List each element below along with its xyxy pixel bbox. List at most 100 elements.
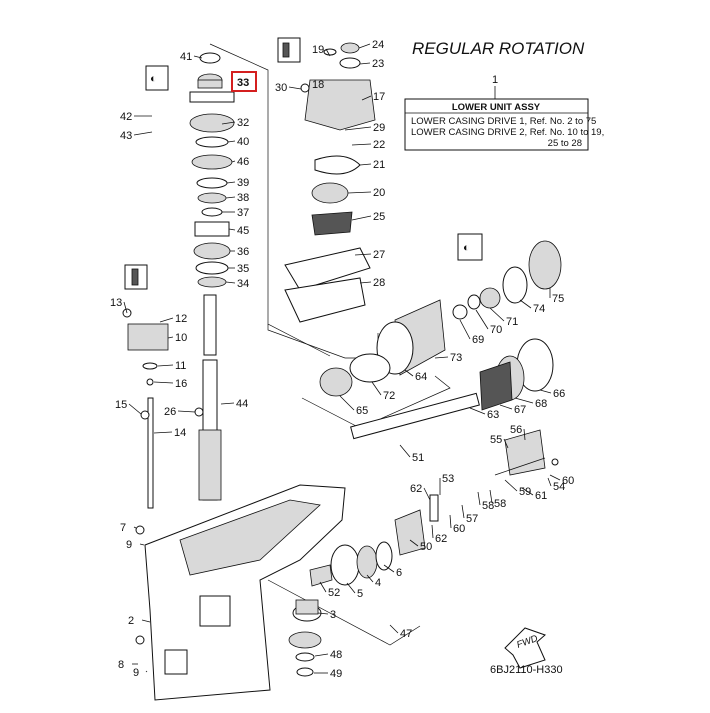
part-label-64[interactable]: 64 [415, 371, 427, 383]
part-label-36[interactable]: 36 [237, 246, 249, 258]
leader-line-part-25 [351, 215, 372, 221]
part-label-12[interactable]: 12 [175, 313, 187, 325]
water-pump-assembly [284, 42, 376, 323]
part-label-67[interactable]: 67 [514, 404, 526, 416]
part-label-49[interactable]: 49 [330, 668, 342, 680]
leader-line-part-65 [339, 395, 355, 411]
table-border [404, 98, 589, 151]
part-label-15[interactable]: 15 [115, 399, 127, 411]
part-label-22[interactable]: 22 [373, 139, 385, 151]
part-label-42[interactable]: 42 [120, 111, 132, 123]
leader-line-part-60 [549, 474, 561, 481]
part-label-52[interactable]: 52 [328, 587, 340, 599]
part-label-68[interactable]: 68 [535, 398, 547, 410]
leader-line-part-4 [366, 574, 374, 583]
part-label-74[interactable]: 74 [533, 303, 545, 315]
part-label-8[interactable]: 8 [118, 659, 124, 671]
leader-line-part-48 [314, 653, 329, 657]
part-label-69[interactable]: 69 [472, 334, 484, 346]
part-label-50[interactable]: 50 [420, 541, 432, 553]
part-label-7[interactable]: 7 [120, 522, 126, 534]
leader-line-part-55 [503, 438, 509, 449]
part-label-70[interactable]: 70 [490, 324, 502, 336]
part-label-60b[interactable]: 60 [453, 523, 465, 535]
part-label-62a[interactable]: 62 [410, 483, 422, 495]
leader-line-part-52 [319, 581, 327, 593]
part-label-55[interactable]: 55 [490, 434, 502, 446]
part-label-43[interactable]: 43 [120, 130, 132, 142]
leader-line-part-32 [221, 121, 236, 125]
part-label-60[interactable]: 60 [562, 475, 574, 487]
part-label-62b[interactable]: 62 [435, 533, 447, 545]
part-label-21[interactable]: 21 [373, 159, 385, 171]
part-label-46[interactable]: 46 [237, 156, 249, 168]
leader-line-part-13 [123, 301, 128, 314]
part-label-28[interactable]: 28 [373, 277, 385, 289]
leader-line-part-7 [133, 526, 137, 529]
leader-line-part-47 [389, 624, 399, 634]
part-label-10[interactable]: 10 [175, 332, 187, 344]
part-label-37[interactable]: 37 [237, 207, 249, 219]
part-label-57[interactable]: 57 [466, 513, 478, 525]
part-label-39[interactable]: 39 [237, 177, 249, 189]
part-label-61[interactable]: 61 [535, 490, 547, 502]
part-label-23[interactable]: 23 [372, 58, 384, 70]
part-label-51[interactable]: 51 [412, 452, 424, 464]
part-label-45[interactable]: 45 [237, 225, 249, 237]
part-label-29[interactable]: 29 [373, 122, 385, 134]
part-label-18[interactable]: 18 [312, 79, 324, 91]
part-label-58a[interactable]: 58 [482, 500, 494, 512]
leader-line-part-71 [489, 307, 505, 322]
part-label-13[interactable]: 13 [110, 297, 122, 309]
part-label-54[interactable]: 54 [553, 481, 565, 493]
part-label-3[interactable]: 3 [330, 609, 336, 621]
part-label-65[interactable]: 65 [356, 405, 368, 417]
lower-gear-group-guide [267, 579, 421, 646]
part-label-9b[interactable]: 9 [133, 667, 139, 679]
part-label-41[interactable]: 41 [180, 51, 192, 63]
part-label-48[interactable]: 48 [330, 649, 342, 661]
part-label-26[interactable]: 26 [164, 406, 176, 418]
part-label-19[interactable]: 19 [312, 44, 324, 56]
part-label-20[interactable]: 20 [373, 187, 385, 199]
diagram-title: REGULAR ROTATION [412, 39, 585, 58]
part-label-34[interactable]: 34 [237, 278, 249, 290]
part-label-71[interactable]: 71 [506, 316, 518, 328]
part-label-44[interactable]: 44 [236, 398, 248, 410]
part-label-30[interactable]: 30 [275, 82, 287, 94]
part-label-66[interactable]: 66 [553, 388, 565, 400]
leader-line-part-68 [514, 397, 534, 404]
part-label-73[interactable]: 73 [450, 352, 462, 364]
part-label-4[interactable]: 4 [375, 577, 381, 589]
part-label-27[interactable]: 27 [373, 249, 385, 261]
part-label-5[interactable]: 5 [357, 588, 363, 600]
part-label-6[interactable]: 6 [396, 567, 402, 579]
leader-line-part-29 [344, 126, 372, 131]
part-label-47[interactable]: 47 [400, 628, 412, 640]
part-label-59[interactable]: 59 [519, 486, 531, 498]
leader-line-part-72 [371, 381, 382, 396]
part-label-35[interactable]: 35 [237, 263, 249, 275]
leader-line-part-27 [354, 253, 372, 256]
leader-line-part-20 [347, 191, 372, 194]
part-label-33[interactable]: 33 [237, 77, 249, 89]
part-label-75[interactable]: 75 [552, 293, 564, 305]
part-label-38[interactable]: 38 [237, 192, 249, 204]
part-label-9a[interactable]: 9 [126, 539, 132, 551]
part-label-25[interactable]: 25 [373, 211, 385, 223]
part-label-24[interactable]: 24 [372, 39, 384, 51]
part-label-40[interactable]: 40 [237, 136, 249, 148]
part-label-58b[interactable]: 58 [494, 498, 506, 510]
part-label-11[interactable]: 11 [175, 360, 186, 372]
part-label-14[interactable]: 14 [174, 427, 186, 439]
part-label-2[interactable]: 2 [128, 615, 134, 627]
leader-line-part-6 [383, 564, 395, 573]
part-label-16[interactable]: 16 [175, 378, 187, 390]
part-label-63[interactable]: 63 [487, 409, 499, 421]
part-label-17[interactable]: 17 [373, 91, 385, 103]
part-label-53[interactable]: 53 [442, 473, 454, 485]
part-label-32[interactable]: 32 [237, 117, 249, 129]
part-label-72[interactable]: 72 [383, 390, 395, 402]
part-label-56[interactable]: 56 [510, 424, 522, 436]
